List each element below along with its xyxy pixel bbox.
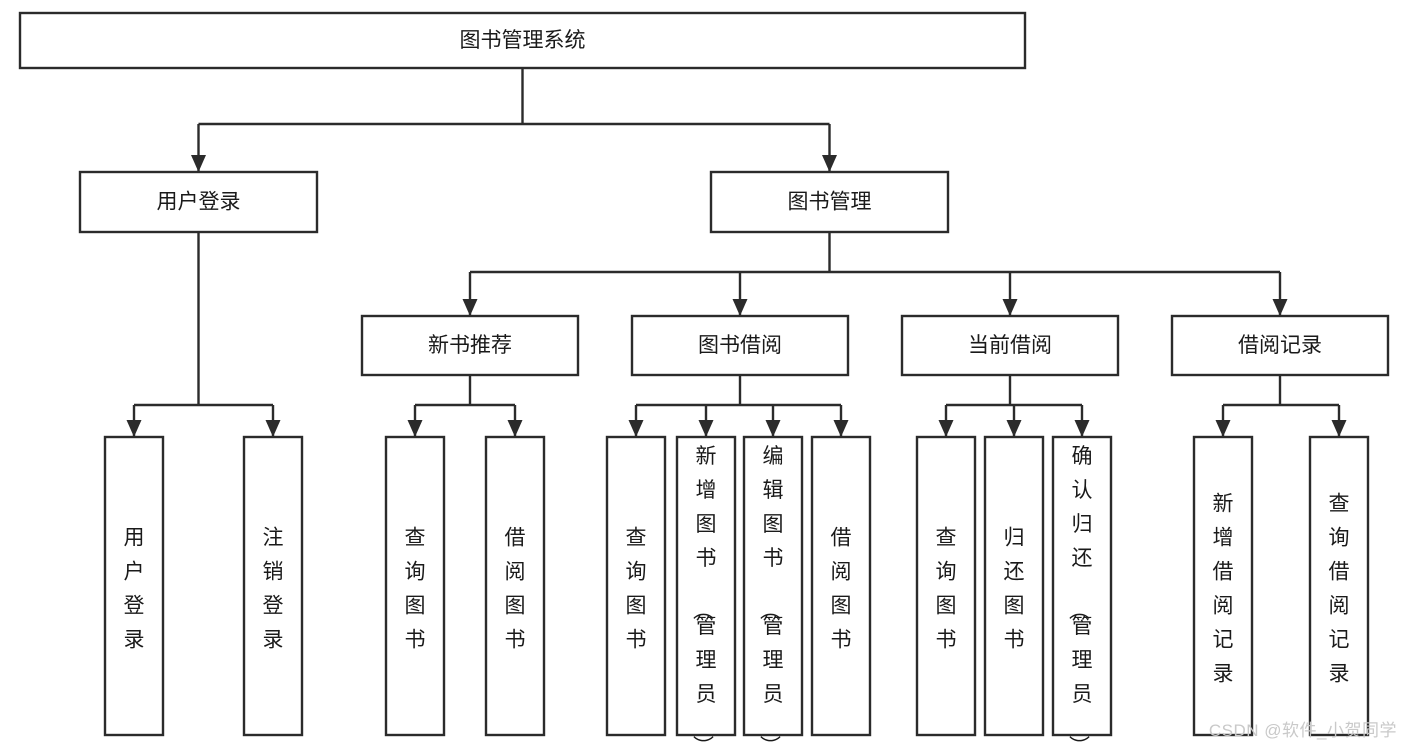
node-box-leaf-rec-borrow-book[interactable] xyxy=(484,435,546,737)
node-box-leaf-borrow-add-book[interactable] xyxy=(675,435,737,737)
node-box-user-login[interactable] xyxy=(78,170,319,234)
node-box-leaf-cur-confirm-return[interactable] xyxy=(1051,435,1113,737)
node-label-leaf-borrow-borrow-book: 借阅图书 xyxy=(831,527,852,652)
node-borrow-record[interactable]: 借阅记录 xyxy=(1170,314,1390,377)
node-label-new-book-recommend: 新书推荐 xyxy=(428,334,512,357)
node-box-leaf-borrow-edit-book[interactable] xyxy=(742,435,804,737)
node-box-leaf-user-login[interactable] xyxy=(103,435,165,737)
node-label-root: 图书管理系统 xyxy=(460,29,586,52)
node-leaf-borrow-query-book[interactable]: 查询图书 xyxy=(605,435,667,737)
node-label-book-borrow: 图书借阅 xyxy=(698,334,782,357)
node-leaf-rec-query-book[interactable]: 查询图书 xyxy=(384,435,446,737)
node-new-book-recommend[interactable]: 新书推荐 xyxy=(360,314,580,377)
node-leaf-cur-return-book[interactable]: 归还图书 xyxy=(983,435,1045,737)
node-leaf-cur-query-book[interactable]: 查询图书 xyxy=(915,435,977,737)
node-label-leaf-rec-borrow-book: 借阅图书 xyxy=(505,527,526,652)
node-box-borrow-record[interactable] xyxy=(1170,314,1390,377)
node-label-leaf-borrow-edit-book: 编辑图书（管理员） xyxy=(758,445,784,747)
node-leaf-rec-add-record[interactable]: 新增借阅记录 xyxy=(1192,435,1254,737)
node-root[interactable]: 图书管理系统 xyxy=(18,11,1027,70)
node-label-leaf-cur-query-book: 查询图书 xyxy=(936,527,957,652)
node-label-leaf-user-logout: 注销登录 xyxy=(263,527,284,652)
node-leaf-rec-borrow-book[interactable]: 借阅图书 xyxy=(484,435,546,737)
node-box-leaf-borrow-query-book[interactable] xyxy=(605,435,667,737)
node-box-current-borrow[interactable] xyxy=(900,314,1120,377)
node-label-leaf-cur-confirm-return: 确认归还（管理员） xyxy=(1067,445,1093,747)
node-leaf-cur-confirm-return[interactable]: 确认归还（管理员） xyxy=(1051,435,1113,747)
node-leaf-borrow-add-book[interactable]: 新增图书（管理员） xyxy=(675,435,737,747)
node-label-leaf-cur-return-book: 归还图书 xyxy=(1004,527,1025,652)
node-box-leaf-rec-query-book[interactable] xyxy=(384,435,446,737)
edges-layer xyxy=(126,68,1347,437)
node-label-leaf-borrow-add-book: 新增图书（管理员） xyxy=(691,445,717,747)
node-label-user-login: 用户登录 xyxy=(157,191,241,214)
node-box-leaf-rec-add-record[interactable] xyxy=(1192,435,1254,737)
node-box-leaf-cur-query-book[interactable] xyxy=(915,435,977,737)
node-box-new-book-recommend[interactable] xyxy=(360,314,580,377)
node-leaf-rec-query-record[interactable]: 查询借阅记录 xyxy=(1308,435,1370,737)
nodes-layer: 图书管理系统用户登录图书管理新书推荐图书借阅当前借阅借阅记录用户登录注销登录查询… xyxy=(18,11,1390,747)
node-box-leaf-user-logout[interactable] xyxy=(242,435,304,737)
node-box-leaf-rec-query-record[interactable] xyxy=(1308,435,1370,737)
node-label-current-borrow: 当前借阅 xyxy=(968,334,1052,357)
node-leaf-borrow-edit-book[interactable]: 编辑图书（管理员） xyxy=(742,435,804,747)
node-leaf-borrow-borrow-book[interactable]: 借阅图书 xyxy=(810,435,872,737)
node-label-book-manage: 图书管理 xyxy=(788,191,872,214)
node-box-leaf-borrow-borrow-book[interactable] xyxy=(810,435,872,737)
node-label-leaf-rec-add-record: 新增借阅记录 xyxy=(1213,493,1234,686)
node-user-login[interactable]: 用户登录 xyxy=(78,170,319,234)
node-label-leaf-borrow-query-book: 查询图书 xyxy=(626,527,647,652)
node-current-borrow[interactable]: 当前借阅 xyxy=(900,314,1120,377)
node-label-leaf-user-login: 用户登录 xyxy=(124,527,145,652)
node-box-book-manage[interactable] xyxy=(709,170,950,234)
node-box-leaf-cur-return-book[interactable] xyxy=(983,435,1045,737)
node-leaf-user-logout[interactable]: 注销登录 xyxy=(242,435,304,737)
node-label-borrow-record: 借阅记录 xyxy=(1238,334,1322,357)
node-label-leaf-rec-query-book: 查询图书 xyxy=(405,527,426,652)
node-box-root[interactable] xyxy=(18,11,1027,70)
node-book-borrow[interactable]: 图书借阅 xyxy=(630,314,850,377)
node-leaf-user-login[interactable]: 用户登录 xyxy=(103,435,165,737)
node-book-manage[interactable]: 图书管理 xyxy=(709,170,950,234)
node-box-book-borrow[interactable] xyxy=(630,314,850,377)
node-label-leaf-rec-query-record: 查询借阅记录 xyxy=(1329,493,1350,686)
